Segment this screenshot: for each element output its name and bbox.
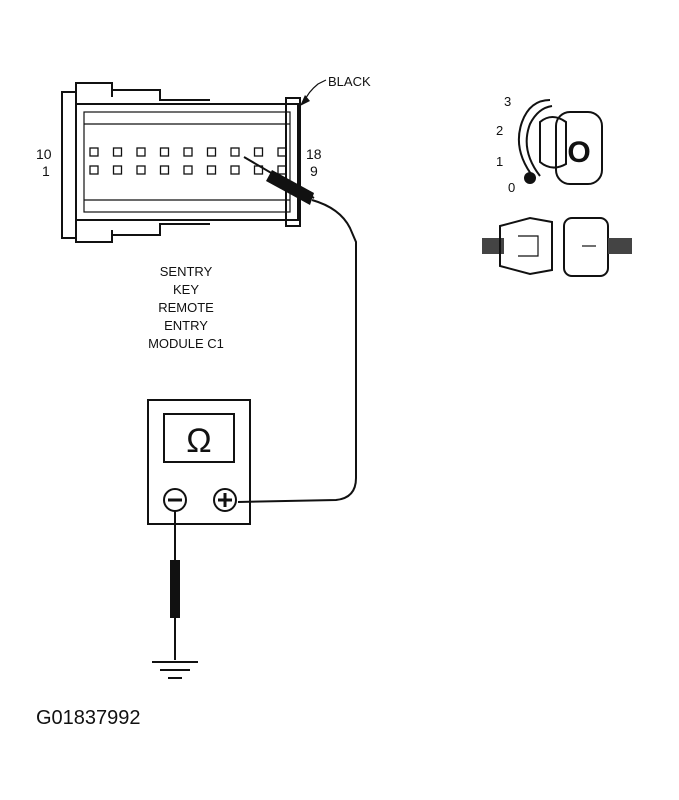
- connector-name-line-2: KEY: [173, 282, 199, 297]
- meter-body: [147, 399, 251, 525]
- connector-disconnect-icon: [482, 216, 632, 277]
- connector-bottom-step: [112, 223, 210, 236]
- connector-cavity: [89, 147, 99, 157]
- connector-cavity: [277, 165, 287, 175]
- black-callout-arrowhead: [300, 95, 310, 106]
- positive-lead-wire: [237, 199, 357, 503]
- connector-color-label: BLACK: [328, 74, 371, 89]
- ohm-symbol: Ω: [186, 422, 211, 460]
- meter-display: [163, 413, 235, 463]
- figure-code: G01837992: [36, 707, 141, 729]
- pin-label-9: 9: [310, 163, 318, 179]
- connector-cavity: [230, 147, 240, 157]
- ignition-position-0: 0: [508, 180, 515, 195]
- connector-cavities: [89, 147, 287, 175]
- ignition-position-1: 1: [496, 154, 503, 169]
- pin-label-1: 1: [42, 163, 50, 179]
- ground-icon: [152, 661, 198, 679]
- connector-name-line-3: REMOTE: [158, 300, 214, 315]
- lock-cylinder-arc-inner: [525, 105, 553, 177]
- connector-cavity: [136, 165, 146, 175]
- key-blade: [539, 116, 567, 169]
- connector-c1: 10 1 18 9 BLACK: [36, 74, 371, 243]
- connector-cavity: [89, 165, 99, 175]
- connector-half-left: [499, 216, 553, 276]
- connector-bottom-latch-left: [75, 230, 113, 243]
- connector-name-line-5: MODULE C1: [148, 336, 224, 351]
- ignition-position-3: 3: [504, 94, 511, 109]
- probe-handle: [266, 170, 314, 205]
- lock-position-dot: [524, 172, 536, 184]
- connector-cavity: [159, 147, 170, 157]
- connector-right-flange: [285, 97, 301, 227]
- positive-test-lead: [237, 156, 357, 503]
- connector-name: SENTRY KEY REMOTE ENTRY MODULE C1: [148, 264, 224, 351]
- negative-test-lead: [170, 511, 180, 660]
- connector-cavity: [253, 147, 264, 157]
- connector-cavity: [206, 165, 217, 175]
- connector-cavity: [183, 147, 193, 157]
- connector-name-line-1: SENTRY: [160, 264, 213, 279]
- positive-terminal: [213, 488, 237, 512]
- connector-name-line-4: ENTRY: [164, 318, 208, 333]
- connector-half-right: [563, 217, 609, 277]
- connector-top-latch-left: [75, 82, 113, 97]
- negative-probe-handle: [170, 560, 180, 618]
- pin-label-10: 10: [36, 146, 52, 162]
- connector-top-step: [112, 89, 210, 101]
- connector-cavity: [206, 147, 217, 157]
- left-harness: [482, 238, 504, 254]
- connector-cavity: [277, 147, 287, 157]
- key-head: [555, 111, 603, 185]
- connector-cavity: [112, 165, 123, 175]
- connector-cavity: [230, 165, 240, 175]
- connector-cavity: [136, 147, 146, 157]
- ignition-position-2: 2: [496, 123, 503, 138]
- connector-cavity: [112, 147, 123, 157]
- connector-cavity: [183, 165, 193, 175]
- connector-inner-face: [83, 111, 291, 213]
- connector-half-left-latch: [518, 235, 539, 257]
- ohmmeter: Ω: [147, 399, 251, 525]
- right-harness: [608, 238, 632, 254]
- key-letter: O: [567, 136, 590, 169]
- lock-cylinder-arc: [518, 99, 551, 179]
- connector-body: [75, 103, 299, 221]
- connector-left-flange: [61, 91, 77, 239]
- connector-cavity: [159, 165, 170, 175]
- ignition-key-icon: 3 2 1 0 O: [496, 94, 603, 195]
- pin-label-18: 18: [306, 146, 322, 162]
